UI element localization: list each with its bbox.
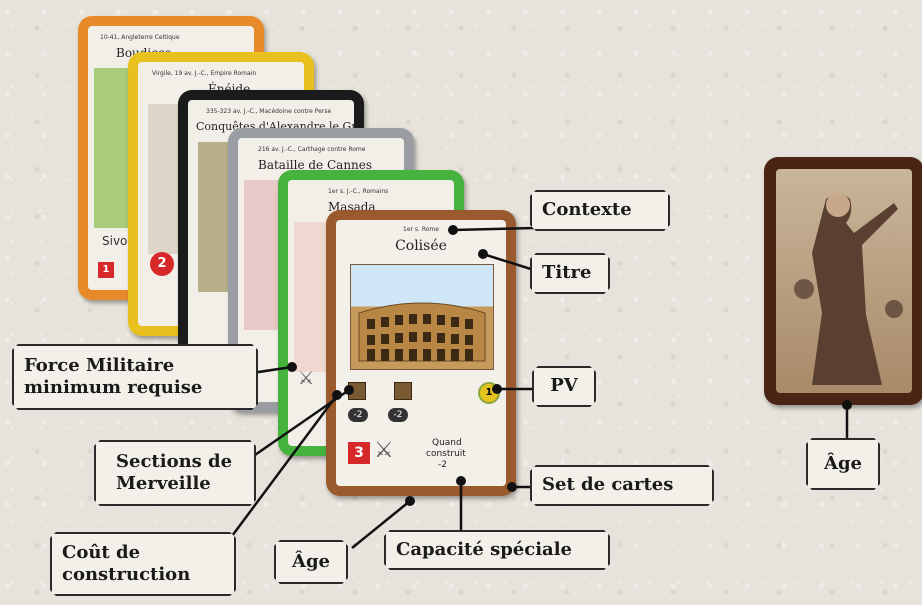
card-context: 335-323 av. J.-C., Macédoine contre Pers… <box>206 108 332 115</box>
card-title: Colisée <box>395 238 447 254</box>
label-set-de-cartes: Set de cartes <box>530 465 714 506</box>
cost-badge: -2 <box>388 408 408 422</box>
special-ability-value: -2 <box>438 460 447 470</box>
age-badge: 1 <box>98 262 114 278</box>
age-badge: 3 <box>348 442 370 464</box>
label-titre: Titre <box>530 253 610 294</box>
label-age-right: Âge <box>806 438 880 490</box>
wonder-section-icon <box>394 382 412 400</box>
label-capacite-speciale: Capacité spéciale <box>384 530 610 570</box>
colosseum-image <box>358 302 486 362</box>
card-context: 1er s. Rome <box>403 226 439 233</box>
special-ability-line2: construit <box>426 449 466 459</box>
card-back <box>764 157 922 405</box>
label-age-bottom: Âge <box>274 540 348 584</box>
label-cout-de-construction: Coût de construction <box>50 532 236 596</box>
sword-icon: ⚔ <box>298 368 315 389</box>
label-pv: PV <box>532 366 596 407</box>
card-back-illustration <box>794 193 903 385</box>
label-sections-de-merveille: Sections de Merveille <box>94 440 256 506</box>
card-title: Bataille de Cannes <box>258 158 373 172</box>
card-context: 10-41, Angleterre Celtique <box>100 34 180 41</box>
card-context: Virgile, 19 av. J.-C., Empire Romain <box>152 70 257 77</box>
military-swords-icon: ⚔ <box>374 438 394 463</box>
card-context: 216 av. J.-C., Carthage contre Rome <box>258 146 366 153</box>
age-badge: 2 <box>150 252 174 276</box>
card-colisee: 1er s. Rome Colisée -2 -2 <box>326 210 516 496</box>
card-illustration <box>350 264 494 370</box>
cost-badge: -2 <box>348 408 368 422</box>
special-ability-line1: Quand <box>432 438 462 448</box>
card-context: 1er s. J.-C., Romains <box>328 188 389 195</box>
label-contexte: Contexte <box>530 190 670 231</box>
card-text: Sivo <box>102 234 128 248</box>
label-force-militaire: Force Militaire minimum requise <box>12 344 258 410</box>
